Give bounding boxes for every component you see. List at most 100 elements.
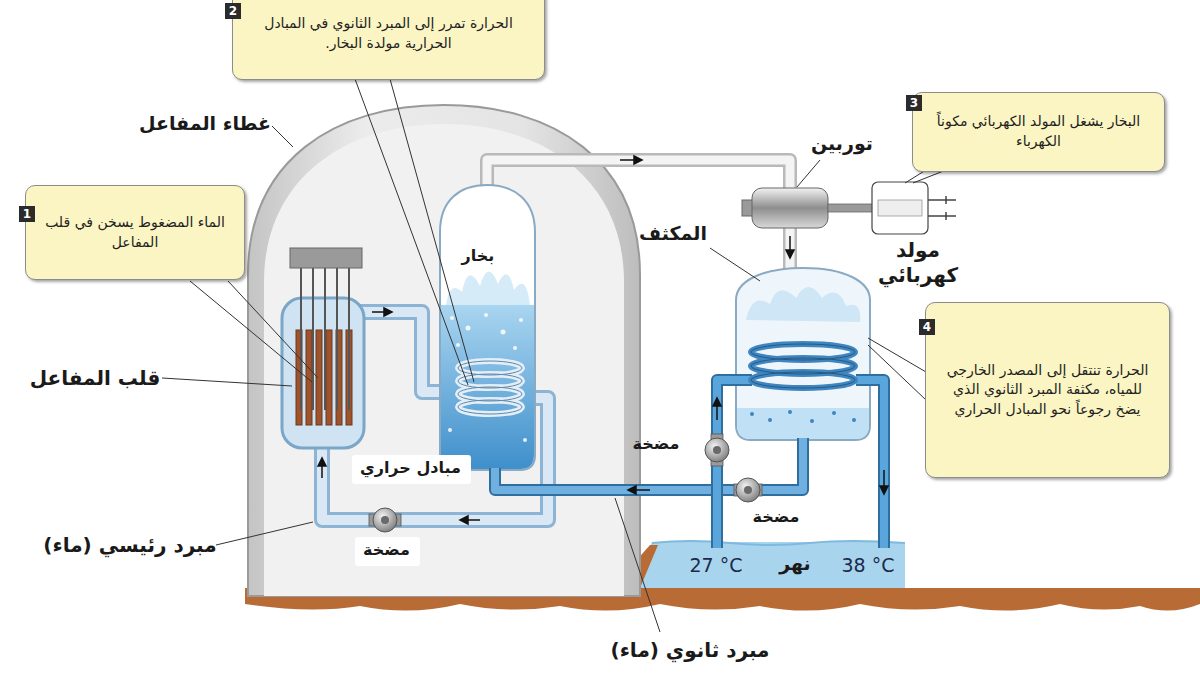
part-label: غطاء المفاعل <box>139 112 271 136</box>
dome-inner <box>264 124 624 596</box>
part-label: مبرد رئيسي (ماء) <box>43 533 216 558</box>
drop <box>832 411 836 415</box>
callout-number: 3 <box>906 95 922 111</box>
pump-hub <box>744 486 752 494</box>
plug-prong <box>928 196 956 220</box>
coil-edge <box>458 361 522 375</box>
drop <box>788 410 792 414</box>
callout-box: 3البخار يشغل المولد الكهربائي مكوناً الك… <box>912 92 1165 172</box>
river-surface <box>652 541 905 545</box>
callout-text: الحرارة تنتقل إلى المصدر الخارجي للمياه،… <box>940 361 1155 420</box>
drop <box>750 412 754 416</box>
bubble <box>519 318 523 322</box>
control-rods <box>301 268 349 410</box>
bubble <box>501 330 506 335</box>
leader-line <box>710 248 760 281</box>
control-rod <box>312 268 314 410</box>
part-label: مضخة <box>633 434 680 454</box>
leader-line <box>162 378 292 386</box>
drop <box>852 418 856 422</box>
steam-pipe-core <box>487 160 790 192</box>
part-label: توربين <box>811 132 873 156</box>
control-rod-drive <box>290 248 362 268</box>
temperature-label: 38 °C <box>842 554 895 578</box>
fuel-rod <box>326 330 332 425</box>
leader-lines <box>162 79 946 632</box>
pump-body <box>736 478 760 502</box>
turbine-shaft <box>828 204 874 212</box>
control-rod <box>336 268 338 410</box>
cooling-pipe <box>717 380 884 548</box>
bubble <box>523 438 527 442</box>
part-label: بخار <box>462 246 495 266</box>
part-label: مضخة <box>363 540 410 561</box>
steam-pipe-lower-core <box>786 226 795 274</box>
bubble <box>448 428 452 432</box>
leader-line <box>216 522 313 545</box>
callout-text: الماء المضغوط يسخن في قلب المفاعل <box>40 213 230 252</box>
callout-text: الحرارة تمرر إلى المبرد الثانوي في المبا… <box>247 14 530 53</box>
callout-number: 2 <box>225 3 241 19</box>
flow-arrow-head <box>384 308 392 316</box>
control-rod <box>324 268 326 410</box>
coil-turn <box>458 400 522 414</box>
turbine-body <box>752 188 828 228</box>
leader-line <box>797 160 820 187</box>
drop <box>810 419 814 423</box>
part-label: مضخة <box>753 507 800 527</box>
flow-arrow-head <box>634 156 642 164</box>
part-label: مبادل حراري <box>360 458 461 479</box>
pump <box>734 478 762 502</box>
reactor <box>282 248 364 448</box>
control-rod <box>300 268 302 410</box>
condenser-coil <box>751 344 855 388</box>
pump <box>705 434 729 466</box>
part-tag: مضخة <box>355 537 420 566</box>
bubble <box>513 346 517 350</box>
pump <box>369 508 401 532</box>
generator-stripe <box>878 200 922 216</box>
callout-number: 4 <box>919 319 935 335</box>
electric-generator <box>872 182 956 234</box>
part-label: مبرد ثانوي (ماء) <box>611 638 770 663</box>
pump-body <box>373 508 397 532</box>
callout-box: 2الحرارة تمرر إلى المبرد الثانوي في المب… <box>232 0 545 80</box>
steam-cloud <box>446 271 530 305</box>
callout-box: 4الحرارة تنتقل إلى المصدر الخارجي للمياه… <box>925 302 1170 478</box>
leader-line <box>615 498 660 632</box>
coil-edge <box>458 400 522 414</box>
coil-edge <box>751 372 855 388</box>
coil-edge <box>458 374 522 388</box>
callout-pointer <box>868 338 926 400</box>
cooling-pipe-core <box>717 380 884 548</box>
callout-number: 1 <box>19 206 35 222</box>
condenser-steam <box>746 287 860 322</box>
flow-arrow-head <box>786 250 794 258</box>
leader-line <box>272 126 293 147</box>
callout-box: 1الماء المضغوط يسخن في قلب المفاعل <box>25 185 245 280</box>
bubble <box>466 326 471 331</box>
flow-arrow-head <box>460 516 468 524</box>
pump-body <box>705 438 729 462</box>
part-label: المكثف <box>639 222 707 246</box>
turbine <box>742 188 874 228</box>
drop <box>768 418 772 422</box>
flow-arrow-head <box>713 398 721 406</box>
bubble <box>450 316 454 320</box>
pump-hub <box>713 446 721 454</box>
generator-coil <box>458 361 522 414</box>
temperature-label: 27 °C <box>690 554 743 578</box>
reactor-vessel <box>282 298 364 448</box>
pump-hub <box>381 516 389 524</box>
part-label: مولد كهربائي <box>872 238 964 288</box>
steam-generator <box>440 185 535 470</box>
river <box>632 542 905 588</box>
part-label: قلب المفاعل <box>30 366 161 391</box>
bubble <box>456 343 460 347</box>
condenser-water <box>737 408 869 439</box>
condenser-shell <box>736 268 870 440</box>
bubble <box>484 313 488 317</box>
coil-edge <box>458 387 522 401</box>
